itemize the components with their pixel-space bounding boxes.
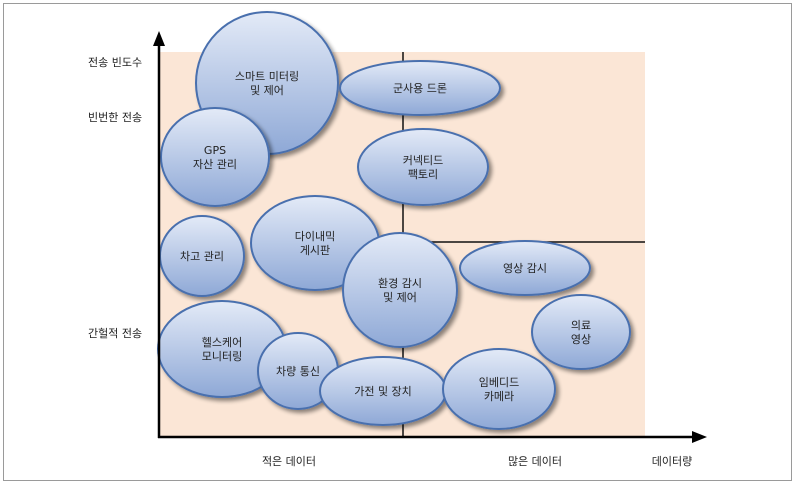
bubble-label: 팩토리	[408, 168, 438, 181]
bubble-shape	[459, 240, 591, 296]
bubble-shape	[342, 232, 458, 348]
bubble-label: 환경 감시	[378, 277, 422, 290]
bubble-label: 차량 통신	[276, 365, 320, 378]
bubble-label: 카메라	[484, 390, 514, 403]
y-axis-title: 전송 빈도수	[88, 56, 142, 69]
x-label-large-data: 많은 데이터	[508, 455, 562, 468]
bubble-environment: 환경 감시및 제어	[342, 232, 458, 348]
bubble-label: 가전 및 장치	[354, 385, 412, 398]
bubble-label: 차고 관리	[180, 250, 224, 263]
x-axis-title: 데이터량	[652, 455, 692, 468]
bubble-appliances: 가전 및 장치	[319, 356, 447, 426]
bubble-label: 스마트 미터링	[235, 70, 299, 83]
bubble-label: 다이내믹	[295, 230, 335, 243]
bubble-label: 자산 관리	[193, 158, 237, 171]
bubble-shape	[357, 128, 489, 206]
x-axis-arrow	[692, 431, 707, 443]
x-label-small-data: 적은 데이터	[262, 455, 316, 468]
bubble-label: 헬스케어	[202, 336, 242, 349]
bubble-video-surveillance: 영상 감시	[459, 240, 591, 296]
bubble-shape	[339, 60, 501, 116]
bubble-label: 게시판	[300, 244, 330, 257]
y-label-intermittent: 간헐적 전송	[88, 326, 142, 340]
bubble-label: 임베디드	[479, 376, 519, 389]
bubble-label: GPS	[204, 144, 226, 157]
bubble-label: 모니터링	[202, 350, 242, 363]
bubble-label: 영상 감시	[503, 262, 547, 275]
bubble-label: 영상	[571, 333, 591, 346]
bubble-label: 및 제어	[250, 84, 284, 97]
bubble-label: 및 제어	[383, 291, 417, 304]
bubble-inventory: 차고 관리	[159, 215, 245, 297]
bubble-shape	[531, 294, 631, 370]
y-label-frequent: 빈번한 전송	[88, 111, 142, 124]
y-axis-arrow	[153, 31, 165, 46]
bubble-military-drone: 군사용 드론	[339, 60, 501, 116]
bubble-label: 커넥티드	[403, 154, 443, 167]
diagram-frame	[3, 3, 792, 481]
bubble-label: 군사용 드론	[393, 82, 447, 95]
bubble-label: 의료	[571, 319, 591, 332]
bubble-shape	[160, 107, 270, 207]
bubble-shape	[442, 348, 556, 430]
